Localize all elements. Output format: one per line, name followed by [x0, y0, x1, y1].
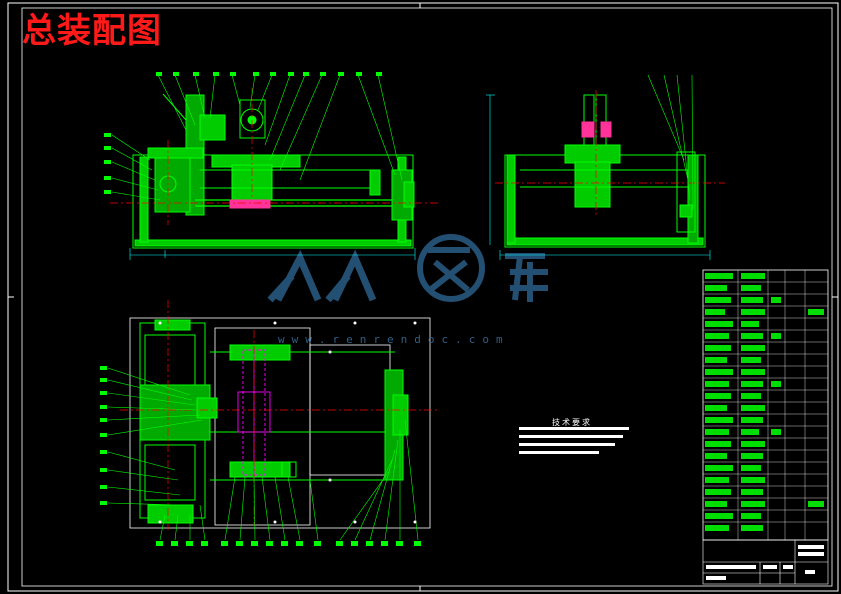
parts-list-cells [705, 273, 824, 531]
top-view-parts [139, 319, 409, 524]
front-view-leaders [111, 74, 403, 201]
front-view [132, 93, 415, 249]
front-view-centerlines [110, 88, 440, 225]
technical-notes [519, 427, 629, 454]
watermark-logo-icon [267, 234, 548, 303]
top-view-bolts [158, 321, 417, 524]
side-view-leaders [647, 74, 694, 211]
title-block [702, 539, 829, 585]
tech-requirements-title: 技术要求 [552, 418, 592, 427]
watermark-url: www.renrendoc.com [278, 333, 510, 346]
title-block-cells [706, 545, 824, 580]
parts-list-table [702, 269, 829, 541]
top-view-leaders [107, 367, 419, 541]
side-view-centerlines [495, 90, 725, 215]
side-view [504, 94, 706, 248]
top-view-labels [100, 366, 421, 546]
side-view-dimensions [486, 94, 711, 260]
front-view-dimensions [129, 248, 416, 260]
parts-list-rows [703, 270, 828, 540]
drawing-title: 总装配图 [22, 11, 162, 51]
drawing-frame [7, 2, 839, 592]
front-view-labels [104, 72, 382, 194]
